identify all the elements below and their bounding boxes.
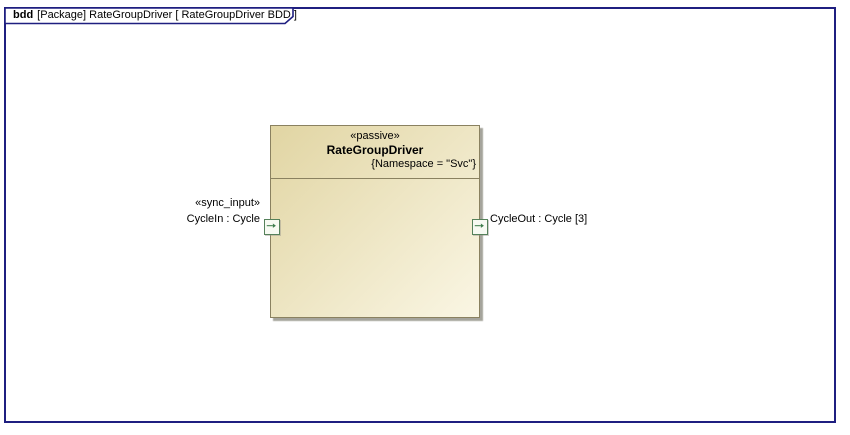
port-cyclein[interactable] <box>264 219 280 235</box>
flow-port-arrow-icon <box>266 223 276 228</box>
diagram-kind-keyword: bdd <box>13 9 34 21</box>
block-namespace-constraint: {Namespace = "Svc"} <box>371 158 476 170</box>
flow-port-arrow-icon <box>474 223 484 228</box>
port-cyclein-stereotype-label[interactable]: «sync_input» <box>195 197 260 209</box>
diagram-frame <box>4 7 836 423</box>
port-cyclein-label[interactable]: CycleIn : Cycle <box>186 213 260 225</box>
diagram-tab[interactable] <box>4 7 296 25</box>
diagram-tab-label: bdd[Package] RateGroupDriver [ RateGroup… <box>13 9 297 21</box>
block-stereotype: «passive» <box>350 130 400 142</box>
diagram-tab-shape <box>4 7 294 25</box>
block-rategroupdriver[interactable]: «passive» RateGroupDriver {Namespace = "… <box>270 125 480 318</box>
block-name: RateGroupDriver <box>326 143 424 157</box>
port-cycleout-label[interactable]: CycleOut : Cycle [3] <box>490 213 588 225</box>
diagram-title: [Package] RateGroupDriver [ RateGroupDri… <box>37 9 297 21</box>
port-cycleout[interactable] <box>472 219 488 235</box>
block-header: «passive» RateGroupDriver {Namespace = "… <box>271 126 479 179</box>
